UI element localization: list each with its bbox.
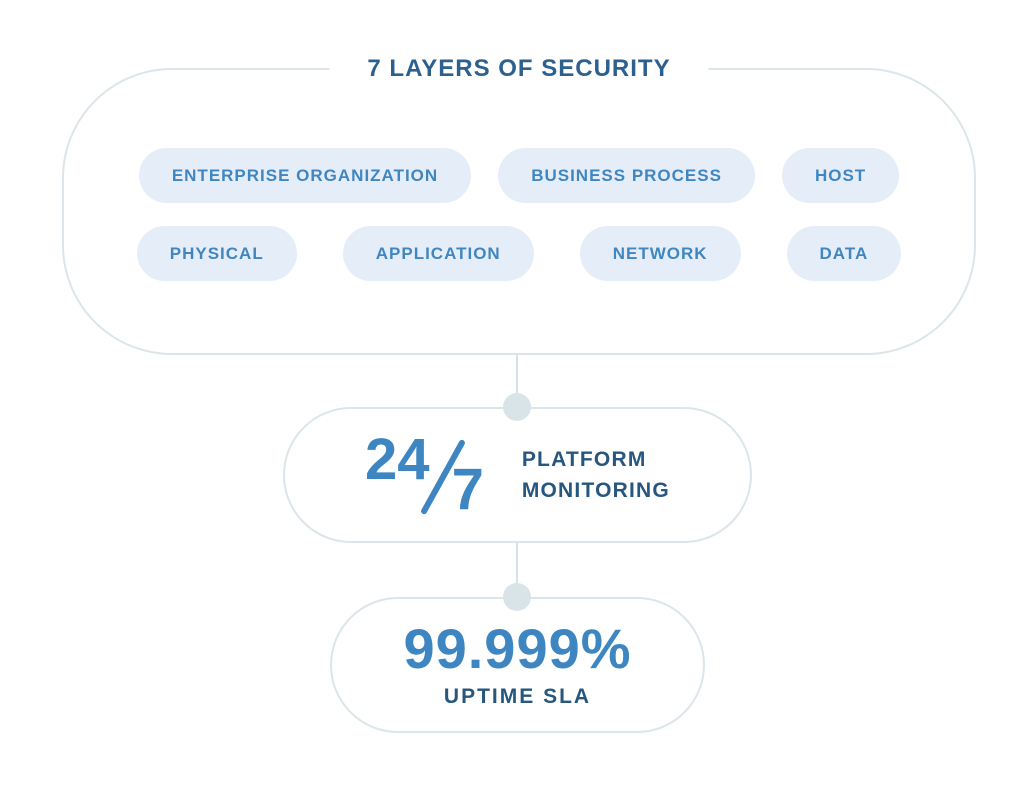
- layer-row-2: PHYSICAL APPLICATION NETWORK DATA: [136, 226, 902, 281]
- layer-pill-rows: ENTERPRISE ORGANIZATION BUSINESS PROCESS…: [64, 148, 974, 281]
- sla-label: UPTIME SLA: [443, 685, 592, 708]
- platform-monitoring-box: 24 7 PLATFORM MONITORING: [283, 407, 752, 543]
- connector-node-dot-bottom: [503, 583, 531, 611]
- layer-pill-data: DATA: [786, 226, 902, 281]
- connector-line-bottom: [516, 543, 518, 597]
- monitoring-value: 24 7: [365, 431, 484, 519]
- diagram-title: 7 LAYERS OF SECURITY: [329, 52, 709, 86]
- layer-pill-enterprise-organization: ENTERPRISE ORGANIZATION: [138, 148, 472, 203]
- monitoring-value-numerator: 24: [365, 427, 430, 492]
- layer-row-1: ENTERPRISE ORGANIZATION BUSINESS PROCESS…: [138, 148, 900, 203]
- layer-pill-application: APPLICATION: [342, 226, 534, 281]
- monitoring-value-denominator: 7: [451, 457, 484, 522]
- uptime-sla-box: 99.999% UPTIME SLA: [330, 597, 705, 733]
- layer-pill-physical: PHYSICAL: [136, 226, 297, 281]
- monitoring-label: PLATFORM MONITORING: [522, 444, 670, 507]
- connector-node-dot-top: [503, 393, 531, 421]
- monitoring-label-line1: PLATFORM: [521, 447, 647, 471]
- monitoring-label-line2: MONITORING: [521, 479, 670, 502]
- layer-pill-host: HOST: [781, 148, 900, 203]
- connector-line-top: [516, 355, 518, 407]
- security-layers-container: 7 LAYERS OF SECURITY ENTERPRISE ORGANIZA…: [62, 52, 976, 355]
- sla-value: 99.999%: [403, 617, 632, 680]
- layer-pill-network: NETWORK: [579, 226, 741, 281]
- layer-pill-business-process: BUSINESS PROCESS: [498, 148, 755, 203]
